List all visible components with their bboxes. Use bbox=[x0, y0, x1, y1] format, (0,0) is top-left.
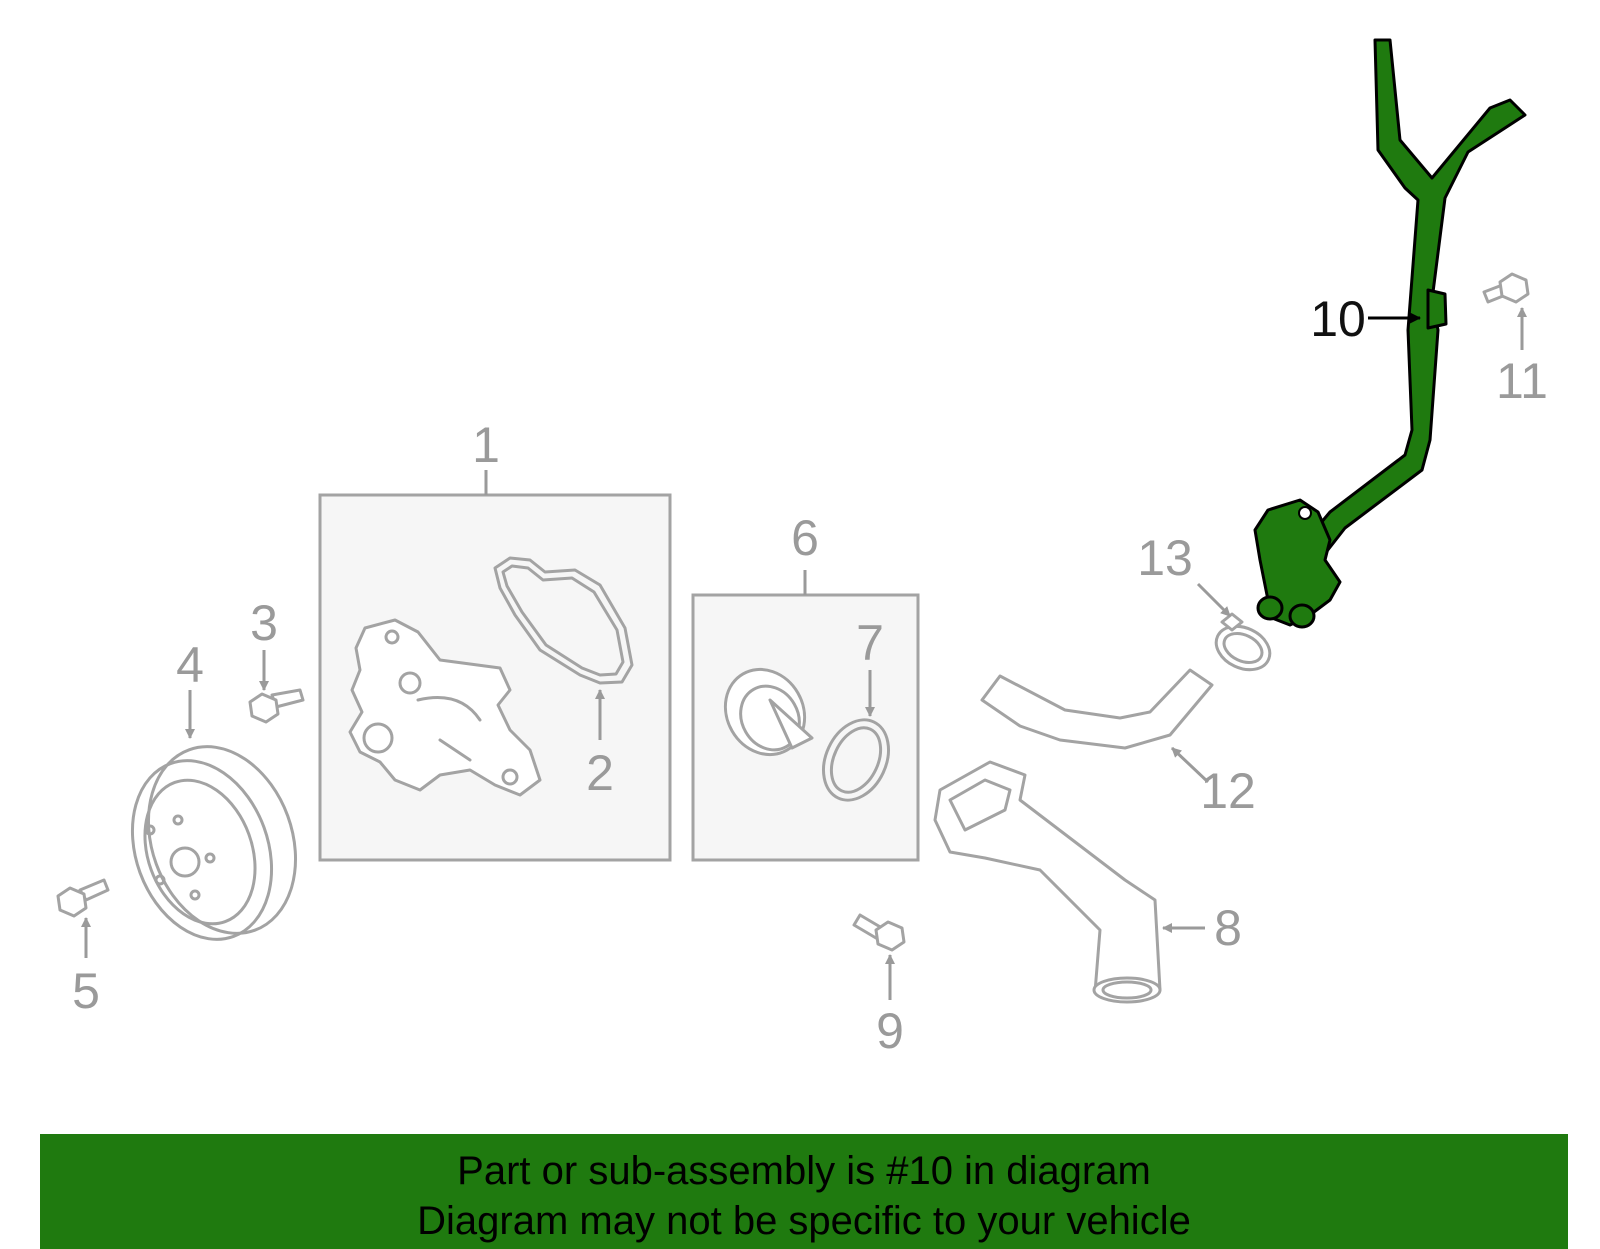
hose-clamp bbox=[1214, 612, 1272, 672]
callout-10: 10 bbox=[1310, 291, 1366, 347]
callout-11: 11 bbox=[1496, 353, 1548, 409]
callout-4: 4 bbox=[176, 637, 204, 693]
water-outlet bbox=[933, 760, 1162, 1004]
callout-2: 2 bbox=[586, 745, 614, 801]
callout-5: 5 bbox=[72, 963, 100, 1019]
banner-line-1: Part or sub-assembly is #10 in diagram bbox=[457, 1149, 1151, 1193]
water-pump bbox=[348, 618, 542, 797]
water-pump-pulley bbox=[130, 745, 298, 941]
callout-13: 13 bbox=[1137, 530, 1193, 586]
callout-7: 7 bbox=[856, 615, 884, 671]
leader-13 bbox=[1196, 582, 1232, 618]
callout-6: 6 bbox=[791, 510, 819, 566]
bolt-5 bbox=[56, 878, 110, 918]
thermostat-group-box bbox=[691, 593, 920, 862]
info-banner: Part or sub-assembly is #10 in diagram D… bbox=[40, 1134, 1568, 1249]
bolt-11 bbox=[1482, 272, 1530, 304]
callout-8: 8 bbox=[1214, 900, 1242, 956]
water-bypass-pipe bbox=[1253, 38, 1527, 629]
callout-1: 1 bbox=[472, 417, 500, 473]
thermostat-gasket bbox=[822, 718, 890, 802]
bolt-3 bbox=[248, 688, 305, 724]
bolt-9 bbox=[852, 913, 906, 952]
coolant-hose bbox=[980, 668, 1214, 750]
callout-9: 9 bbox=[876, 1003, 904, 1059]
thermostat bbox=[723, 667, 814, 757]
callout-3: 3 bbox=[250, 595, 278, 651]
leader-12 bbox=[1170, 746, 1210, 784]
callout-12: 12 bbox=[1200, 763, 1256, 819]
water-pump-gasket bbox=[493, 556, 634, 685]
banner-line-2: Diagram may not be specific to your vehi… bbox=[417, 1199, 1191, 1243]
